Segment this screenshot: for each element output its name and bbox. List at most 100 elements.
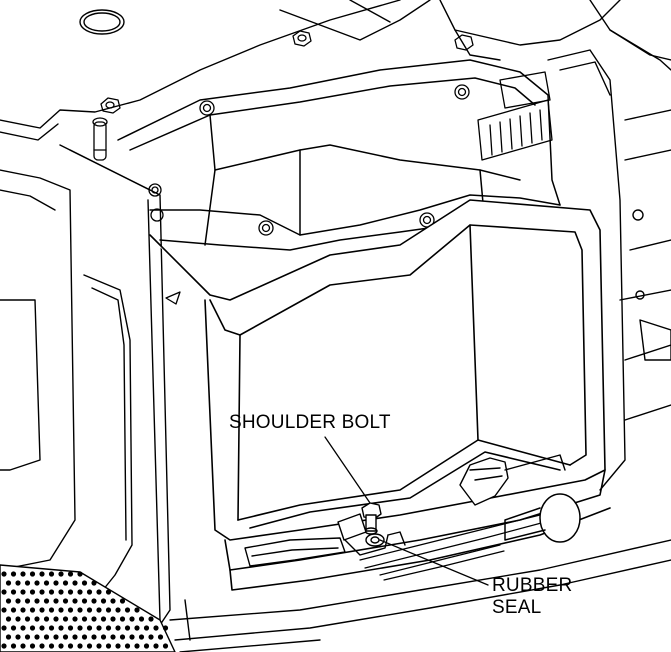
perforation-hole — [81, 634, 88, 640]
perforation-hole — [24, 634, 31, 640]
perforation-hole — [138, 616, 145, 622]
perforation-hole — [148, 616, 154, 622]
perforation-hole — [62, 598, 69, 604]
perforation-hole — [62, 580, 69, 586]
perforation-hole — [5, 580, 12, 586]
perforation-hole — [86, 625, 93, 631]
perforation-hole — [91, 634, 97, 640]
perforation-hole — [81, 598, 88, 604]
callout-rubber-seal: RUBBER SEAL — [492, 575, 572, 619]
duct-crease — [209, 114, 521, 181]
perforation-hole — [119, 634, 126, 640]
bolt-top-right — [454, 34, 474, 51]
perforation-hole — [10, 643, 17, 649]
alignment-mark — [165, 291, 181, 305]
perforation-hole — [77, 571, 83, 577]
perforation-hole — [148, 634, 154, 640]
perforation-hole — [77, 589, 83, 595]
perforation-hole — [29, 571, 36, 577]
perforation-hole — [143, 625, 150, 631]
perforation-hole — [20, 643, 26, 649]
perforation-hole — [58, 571, 64, 577]
seal-bracket — [337, 513, 406, 556]
perforation-hole — [96, 643, 102, 649]
perforation-hole — [39, 643, 45, 649]
perforation-hole — [91, 598, 97, 604]
perforation-hole — [67, 643, 74, 649]
perforation-hole — [39, 625, 45, 631]
hose-lines — [359, 514, 546, 581]
perforation-hole — [58, 625, 64, 631]
top-frame — [0, 0, 671, 141]
perforation-hole — [1, 571, 7, 577]
right-plate-edge — [439, 0, 621, 46]
perforation-hole — [96, 625, 102, 631]
perforation-hole — [72, 598, 78, 604]
perforation-hole — [20, 625, 26, 631]
perforation-hole — [48, 571, 55, 577]
perforation-hole — [29, 589, 36, 595]
left-bracket — [83, 274, 133, 601]
perforation-hole — [58, 607, 64, 613]
rivet-6 — [150, 208, 164, 222]
perforation-hole — [15, 634, 21, 640]
perforation-hole — [115, 643, 121, 649]
perforation-hole — [72, 580, 78, 586]
duct-rivets — [148, 84, 470, 236]
perforation-hole — [143, 643, 150, 649]
perforation-hole — [43, 598, 50, 604]
perforation-hole — [29, 625, 36, 631]
duct-outer-top — [117, 59, 561, 206]
tray-outer-rim — [149, 199, 606, 541]
perforation-hole — [5, 616, 12, 622]
leader-shoulder-bolt — [324, 436, 371, 504]
perforation-hole — [153, 625, 159, 631]
perforation-hole — [153, 643, 159, 649]
frame-hole-ellipse — [79, 9, 125, 35]
round-bumper — [504, 493, 581, 543]
perforation-hole — [53, 598, 59, 604]
right-connector — [639, 319, 671, 361]
perforation-hole — [10, 571, 17, 577]
perforation-pattern — [1, 571, 169, 649]
perforation-hole — [129, 634, 135, 640]
perforation-hole — [91, 580, 97, 586]
perforation-hole — [72, 634, 78, 640]
perforation-hole — [67, 589, 74, 595]
frame-bolts — [100, 30, 474, 114]
leader-rubber-seal — [379, 539, 489, 586]
perforation-hole — [62, 616, 69, 622]
frame-top-edge — [0, 0, 401, 129]
perforation-hole — [105, 643, 112, 649]
perforation-hole — [105, 589, 112, 595]
perforation-hole — [15, 616, 21, 622]
perforation-hole — [48, 643, 55, 649]
perforation-hole — [29, 607, 36, 613]
perforation-hole — [1, 625, 7, 631]
perforation-hole — [110, 634, 116, 640]
perforation-hole — [48, 607, 55, 613]
perforation-hole — [105, 625, 112, 631]
perforation-hole — [39, 607, 45, 613]
perforation-hole — [15, 580, 21, 586]
perforation-hole — [100, 634, 107, 640]
perforation-hole — [162, 643, 169, 649]
perforation-hole — [138, 634, 145, 640]
rivet-3 — [258, 220, 274, 236]
tray-floor-edge — [237, 439, 571, 521]
perforation-hole — [119, 616, 126, 622]
perforation-hole — [105, 607, 112, 613]
perforated-step-plate — [0, 564, 176, 652]
perforation-hole — [10, 625, 17, 631]
perforation-hole — [43, 634, 50, 640]
duct-lower-edge — [149, 194, 561, 236]
perforation-hole — [134, 607, 140, 613]
perforation-hole — [5, 598, 12, 604]
right-side-structure — [547, 29, 671, 491]
perforation-hole — [81, 616, 88, 622]
perforation-hole — [100, 616, 107, 622]
bottom-rails — [169, 539, 671, 652]
frame-hole-inner — [83, 12, 121, 32]
